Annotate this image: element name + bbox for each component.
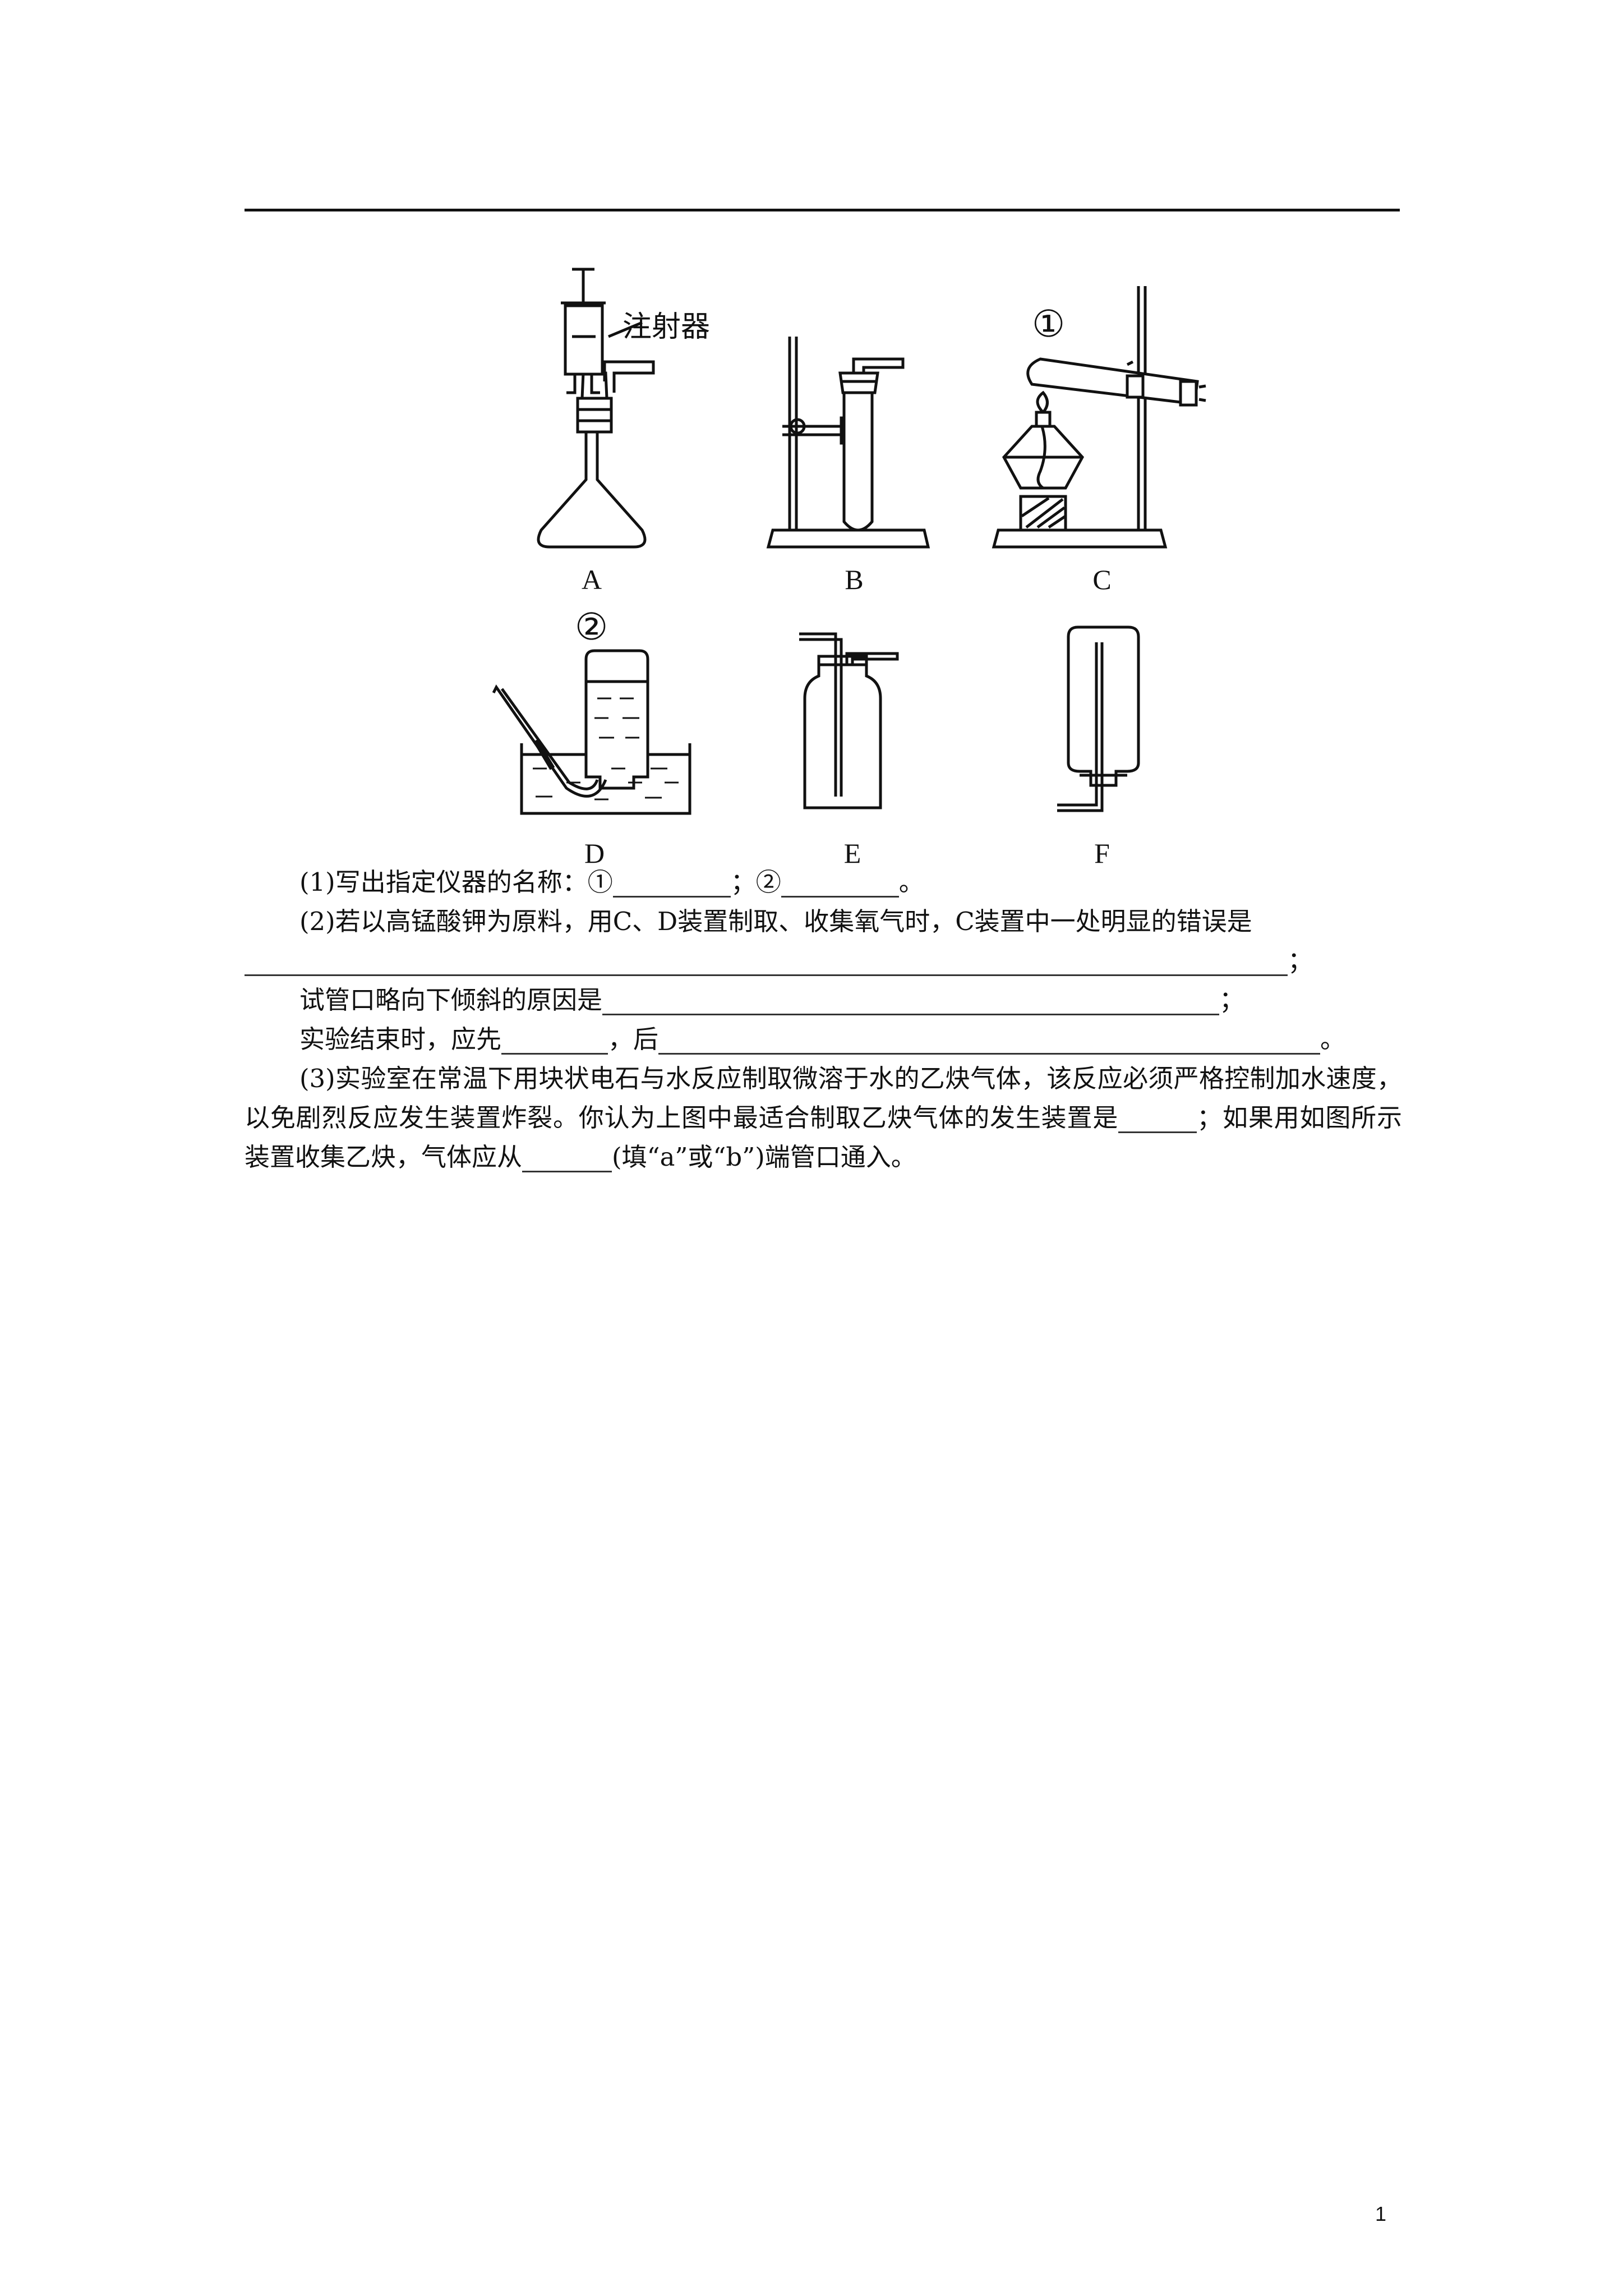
apparatus-f-inverted-bottle [1057,625,1140,812]
answer-blank-first-step[interactable] [501,1025,608,1055]
syringe-label: 注射器 [623,310,710,344]
apparatus-b-test-tube-stand [766,337,930,549]
answer-blank-second-step[interactable] [658,1025,1321,1055]
apparatus-a-flask [537,268,655,549]
answer-blank-reason[interactable] [602,986,1220,1015]
question-2-line-3: 试管口略向下倾斜的原因是； [299,985,1245,1015]
question-2-line-2: ； [245,941,1402,981]
answer-blank-instrument-2[interactable] [781,868,899,898]
answer-blank-error[interactable] [245,946,1288,976]
apparatus-d-water-collection [492,649,691,815]
label-e: E [844,838,861,869]
question-2: (2)若以高锰酸钾为原料，用C、D装置制取、收集氧气时，C装置中一处明显的错误是 [299,907,1252,936]
apparatus-c-heating-setup [992,286,1206,549]
label-c: C [1092,564,1111,595]
marker-2: ② [575,605,608,648]
header-rule [245,209,1400,211]
marker-1: ① [1032,302,1065,346]
answer-blank-instrument-1[interactable] [612,868,731,898]
label-b: B [845,564,863,595]
apparatus-figure: A B C D E F 注射器 ① ② a b 水 [492,268,1206,869]
answer-blank-generator[interactable] [1118,1103,1197,1133]
water-hatch-d [533,697,679,800]
label-f: F [1094,838,1110,869]
page-number: 1 [1375,2202,1387,2225]
label-d: D [584,838,605,869]
question-2-line-4: 实验结束时，应先，后。 [299,1024,1346,1055]
answer-blank-port[interactable] [522,1143,612,1172]
label-a: A [582,564,602,595]
apparatus-e-bottle [799,632,899,809]
question-1: (1)写出指定仪器的名称：①；②。 [299,867,924,898]
question-3: (3)实验室在常温下用块状电石与水反应制取微溶于水的乙炔气体，该反应必须严格控制… [245,1064,1402,1172]
